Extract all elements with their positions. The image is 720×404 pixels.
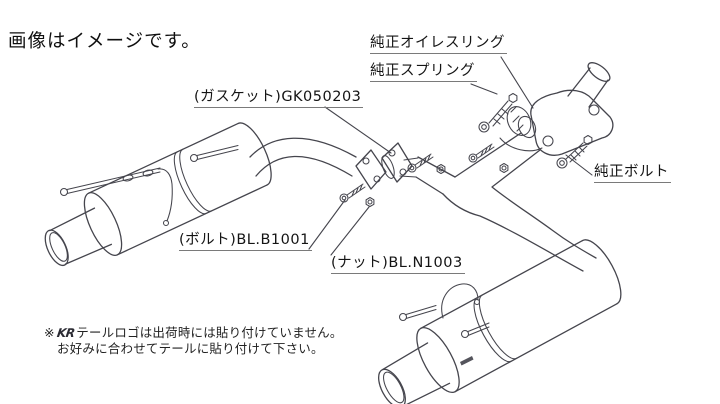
image-disclaimer-caption: 画像はイメージです。: [8, 31, 201, 52]
tail-logo-note-line2: お好みに合わせてテールに貼り付けて下さい。: [44, 341, 343, 356]
kakimoto-tail-logo-mark: [460, 356, 474, 366]
leader-lines: [308, 56, 593, 256]
left-mid-pipe: [249, 137, 357, 177]
note-text-2: お好みに合わせてテールに貼り付けて下さい。: [57, 341, 324, 356]
tail-logo-note-line1: ※KRテールロゴは出荷時には貼り付けていません。: [44, 325, 343, 341]
y-junction-pipes: [415, 132, 597, 272]
kakimoto-racing-logo: KR: [55, 326, 76, 340]
label-bolt-part: (ボルト)BL.B1001: [179, 232, 312, 251]
note-text-1: テールロゴは出荷時には貼り付けていません。: [76, 325, 343, 340]
label-oem-bolt: 純正ボルト: [594, 164, 671, 183]
leader-oilless-ring: [500, 56, 534, 109]
left-muffler-hanger-rods: [59, 144, 239, 227]
oilless-ring: [506, 106, 532, 136]
left-muffler: [44, 122, 272, 267]
leader-nut: [330, 206, 370, 256]
label-nut-part: (ナット)BL.N1003: [331, 255, 465, 274]
flange-bolts-right: [407, 143, 509, 175]
front-pipe-inlet: [587, 62, 611, 82]
oem-spring-bolt-upper: [478, 92, 518, 133]
leader-oem-bolt: [565, 154, 593, 176]
note-prefix: ※: [44, 325, 55, 340]
right-muffler: [377, 239, 622, 404]
leader-gasket: [324, 106, 392, 154]
tail-logo-note: ※KRテールロゴは出荷時には貼り付けていません。 お好みに合わせてテールに貼り付…: [44, 325, 343, 356]
label-oem-oilless-ring: 純正オイレスリング: [370, 35, 507, 54]
leader-spring: [470, 83, 498, 95]
label-oem-spring: 純正スプリング: [370, 63, 477, 82]
ball-joint-flange: [499, 62, 614, 156]
right-muffler-hanger-rods: [398, 283, 490, 339]
leader-bolt: [308, 199, 346, 250]
label-gasket-part: (ガスケット)GK050203: [194, 89, 364, 108]
oem-spring-bolt-lower: [556, 134, 593, 169]
flange-nut-bl-n1003: [365, 196, 375, 208]
flange-bolt-bl-b1001: [339, 183, 366, 203]
